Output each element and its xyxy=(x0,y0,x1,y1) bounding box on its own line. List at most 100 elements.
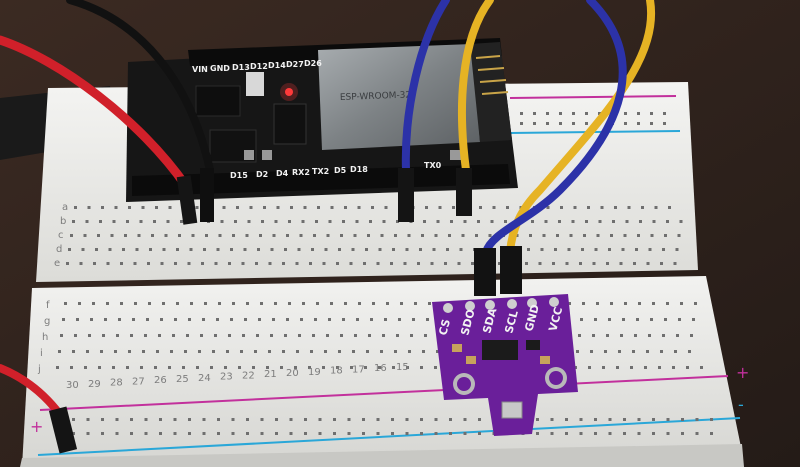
breadboard-hole xyxy=(690,334,693,337)
breadboard-hole xyxy=(386,302,389,305)
wire-blue-right xyxy=(482,0,627,256)
breadboard-hole xyxy=(272,234,276,237)
breadboard-hole xyxy=(710,432,713,435)
breadboard-hole xyxy=(246,418,249,421)
breadboard-hole xyxy=(637,122,640,125)
breadboard-hole xyxy=(546,206,550,209)
breadboard-hole xyxy=(261,220,264,223)
breadboard-hole xyxy=(644,366,647,369)
breadboard-hole xyxy=(604,350,607,353)
breadboard-hole xyxy=(436,350,439,353)
column-number: 15 xyxy=(396,362,409,373)
breadboard-hole xyxy=(654,206,658,209)
breadboard-hole xyxy=(240,350,243,353)
breadboard-hole xyxy=(579,262,582,265)
breadboard-hole xyxy=(244,318,247,321)
breadboard-hole xyxy=(449,418,452,421)
breadboard-hole xyxy=(114,350,117,353)
breadboard-hole xyxy=(559,122,562,125)
breadboard-hole xyxy=(347,432,351,435)
column-number: 30 xyxy=(66,380,79,391)
breadboard-hole xyxy=(112,220,116,223)
breadboard-hole xyxy=(286,318,289,321)
breadboard-hole xyxy=(384,206,388,209)
breadboard-hole xyxy=(135,248,139,251)
breadboard-hole xyxy=(438,206,442,209)
breadboard-hole xyxy=(428,302,431,305)
breadboard-hole xyxy=(639,220,642,223)
column-number: 29 xyxy=(88,379,101,390)
breadboard-hole xyxy=(156,350,159,353)
breadboard-hole xyxy=(592,262,596,265)
breadboard-hole xyxy=(648,334,651,337)
breadboard-hole xyxy=(623,234,627,237)
column-number: 28 xyxy=(110,378,123,389)
breadboard-hole xyxy=(568,302,571,305)
breadboard-hole xyxy=(72,350,75,353)
breadboard-hole xyxy=(189,248,193,251)
breadboard-hole xyxy=(579,432,583,435)
breadboard-hole xyxy=(356,318,359,321)
breadboard-hole xyxy=(674,350,677,353)
breadboard-hole xyxy=(398,318,401,321)
breadboard-hole xyxy=(426,318,429,321)
breadboard-hole xyxy=(328,220,332,223)
breadboard-hole xyxy=(168,366,171,369)
breadboard-hole xyxy=(288,302,291,305)
breadboard-hole xyxy=(681,432,684,435)
breadboard-hole xyxy=(660,262,663,265)
wire-red xyxy=(0,35,198,225)
breadboard-hole xyxy=(270,334,273,337)
breadboard-hole xyxy=(700,366,703,369)
breadboard-hole xyxy=(153,220,156,223)
breadboard-hole xyxy=(695,432,699,435)
breadboard-hole xyxy=(342,220,345,223)
breadboard-hole xyxy=(86,350,89,353)
breadboard-hole xyxy=(680,302,683,305)
breadboard-hole xyxy=(338,248,341,251)
breadboard-hole xyxy=(675,248,679,251)
breadboard-hole xyxy=(529,234,532,237)
breadboard-hole xyxy=(182,366,185,369)
breadboard-hole xyxy=(371,206,374,209)
breadboard-hole xyxy=(358,302,361,305)
row-letter-j: j xyxy=(37,364,41,375)
breadboard-hole xyxy=(102,334,105,337)
breadboard-hole xyxy=(147,262,150,265)
breadboard-hole xyxy=(187,262,191,265)
row-letters-top: a b c d e xyxy=(54,202,68,269)
breadboard-hole xyxy=(679,220,683,223)
breadboard-hole xyxy=(588,366,591,369)
breadboard-hole xyxy=(304,432,307,435)
breadboard-hole xyxy=(550,432,554,435)
breadboard-hole xyxy=(463,432,467,435)
breadboard-hole xyxy=(668,206,671,209)
breadboard-hole xyxy=(232,302,235,305)
breadboard-hole xyxy=(608,432,612,435)
breadboard-hole xyxy=(83,234,87,237)
breadboard-hole xyxy=(663,122,666,125)
column-number: 17 xyxy=(352,364,365,375)
breadboard-hole xyxy=(585,220,588,223)
breadboard-hole xyxy=(322,366,325,369)
pin-label-vin: VIN xyxy=(192,65,208,74)
breadboard-hole xyxy=(100,350,103,353)
pin-label-d12: D12 xyxy=(250,62,268,71)
breadboard-hole xyxy=(635,248,638,251)
breadboard-hole xyxy=(297,248,301,251)
breadboard-hole xyxy=(624,122,627,125)
wire-black xyxy=(66,0,214,222)
breadboard-hole xyxy=(344,206,347,209)
breadboard-hole xyxy=(594,248,598,251)
breadboard-hole xyxy=(86,418,90,421)
breadboard-hole xyxy=(444,262,447,265)
breadboard-hole xyxy=(425,206,428,209)
breadboard-hole xyxy=(124,234,127,237)
breadboard-hole xyxy=(365,248,368,251)
breadboard-hole xyxy=(585,112,588,115)
breadboard-hole xyxy=(204,302,207,305)
breadboard-hole xyxy=(115,432,119,435)
breadboard-hole xyxy=(594,318,597,321)
breadboard-hole xyxy=(369,220,372,223)
breadboard-hole xyxy=(594,432,597,435)
